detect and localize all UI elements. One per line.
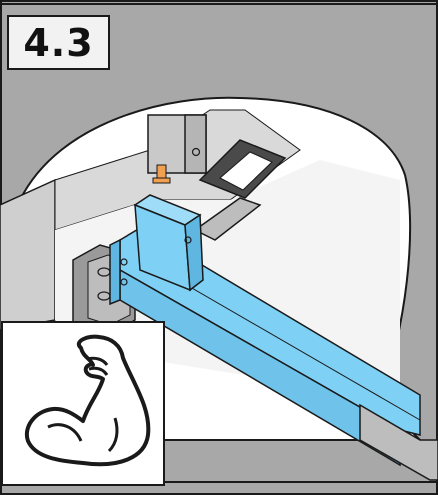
flexed-biceps-icon [3, 323, 163, 484]
strength-required-panel [1, 321, 165, 486]
step-number-badge: 4.3 [7, 15, 110, 70]
step-number: 4.3 [23, 21, 93, 65]
